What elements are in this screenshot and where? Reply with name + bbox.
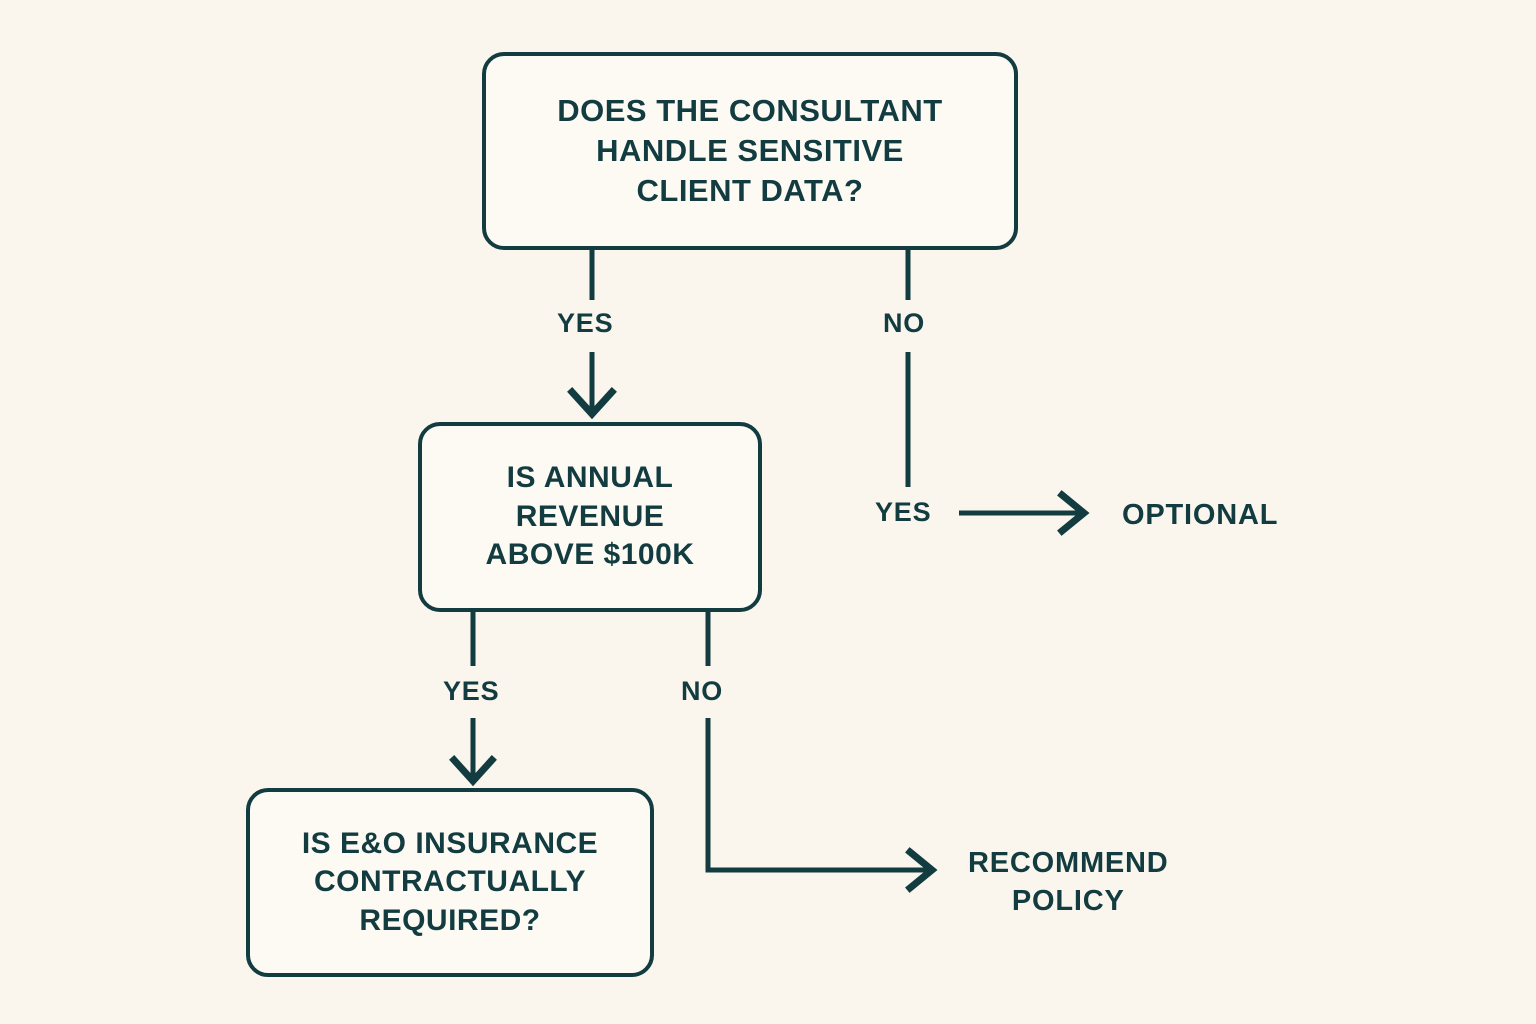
arrowhead-no-to-recommend	[905, 847, 938, 893]
decision-node-1-text: DOES THE CONSULTANT HANDLE SENSITIVE CLI…	[557, 93, 943, 208]
edge-label-yes-to-optional: YES	[875, 497, 932, 527]
decision-node-sensitive-client-data[interactable]: DOES THE CONSULTANT HANDLE SENSITIVE CLI…	[482, 52, 1018, 250]
edge-label-yes-from-decision-2: YES	[443, 676, 500, 706]
arrowhead-yes-to-optional	[1057, 490, 1090, 536]
decision-node-eo-insurance-required[interactable]: IS E&O INSURANCE CONTRACTUALLY REQUIRED?	[246, 788, 654, 977]
decision-node-2-text: IS ANNUAL REVENUE ABOVE $100K	[485, 461, 695, 572]
arrowhead-d1-to-d2	[567, 387, 617, 420]
edge-label-no-from-decision-1: NO	[883, 308, 926, 338]
edge-label-yes-from-decision-1: YES	[557, 308, 614, 338]
arrowhead-d2-to-d3	[449, 755, 497, 787]
edge-label-no-from-decision-2: NO	[681, 676, 724, 706]
decision-node-annual-revenue[interactable]: IS ANNUAL REVENUE ABOVE $100K	[418, 422, 762, 612]
edge-d2-no-to-recommend	[705, 718, 930, 873]
decision-node-3-text: IS E&O INSURANCE CONTRACTUALLY REQUIRED?	[301, 826, 599, 937]
terminal-node-optional: OPTIONAL	[1122, 499, 1279, 531]
terminal-node-recommend-policy: RECOMMEND POLICY	[968, 847, 1169, 917]
